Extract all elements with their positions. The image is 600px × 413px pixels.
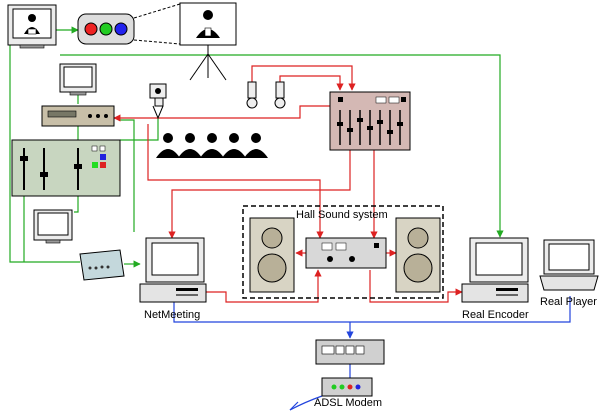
network-bus: [173, 296, 571, 323]
network-link-internet-zig: [289, 401, 299, 411]
audio-link-amp-encoder: [369, 270, 463, 303]
audio-mixer: [329, 91, 411, 151]
microphone-2: [274, 81, 286, 109]
video-link-monitor2-mixer: [120, 119, 135, 232]
feedback-monitor: [7, 4, 57, 49]
right-speaker: [395, 217, 441, 293]
vcr-recorder: [41, 105, 115, 127]
audio-link-vcr-loop: [147, 124, 324, 239]
real-player-label: Real Player: [540, 296, 597, 308]
small-monitor: [33, 209, 73, 244]
netmeeting-label: NetMeeting: [144, 309, 201, 321]
video-camera: [149, 83, 167, 120]
network-links: [173, 296, 571, 411]
network-hub: [315, 339, 385, 365]
video-link-top-bus: [60, 54, 504, 238]
projection-screen: [179, 2, 237, 81]
audio-link-netmeeting-amp: [206, 269, 322, 303]
real-player-laptop: [539, 239, 599, 291]
audience-silhouettes: [156, 133, 268, 158]
video-capture-device: [79, 249, 125, 281]
adsl-modem-device: [321, 377, 373, 397]
real-encoder-computer: [461, 237, 529, 303]
audio-link-mic2-mixer: [279, 75, 344, 91]
projection-beam: [133, 3, 181, 45]
audio-link-mixer-vcr: [113, 105, 334, 122]
video-link-mixer-bottom: [74, 196, 79, 213]
hall-sound-system-box: [242, 205, 444, 299]
amplifier: [305, 237, 387, 269]
microphone-1: [246, 81, 258, 109]
video-link-left-bus: [9, 30, 80, 263]
preview-monitor: [59, 63, 97, 96]
video-link-camera-mixer: [120, 118, 159, 141]
audio-link-mic1-mixer: [251, 65, 356, 91]
left-speaker: [249, 217, 295, 293]
netmeeting-computer: [139, 237, 207, 303]
hall-sound-system-label: Hall Sound system: [296, 209, 388, 221]
audio-links: [113, 65, 463, 303]
projector: [77, 13, 135, 45]
video-mixer: [11, 139, 121, 197]
audio-link-mixer-netmeeting: [168, 150, 351, 239]
video-links: [9, 26, 504, 268]
adsl-modem-label: ADSL Modem: [314, 397, 383, 409]
real-encoder-label: Real Encoder: [462, 309, 529, 321]
network-link-internet: [289, 395, 323, 411]
